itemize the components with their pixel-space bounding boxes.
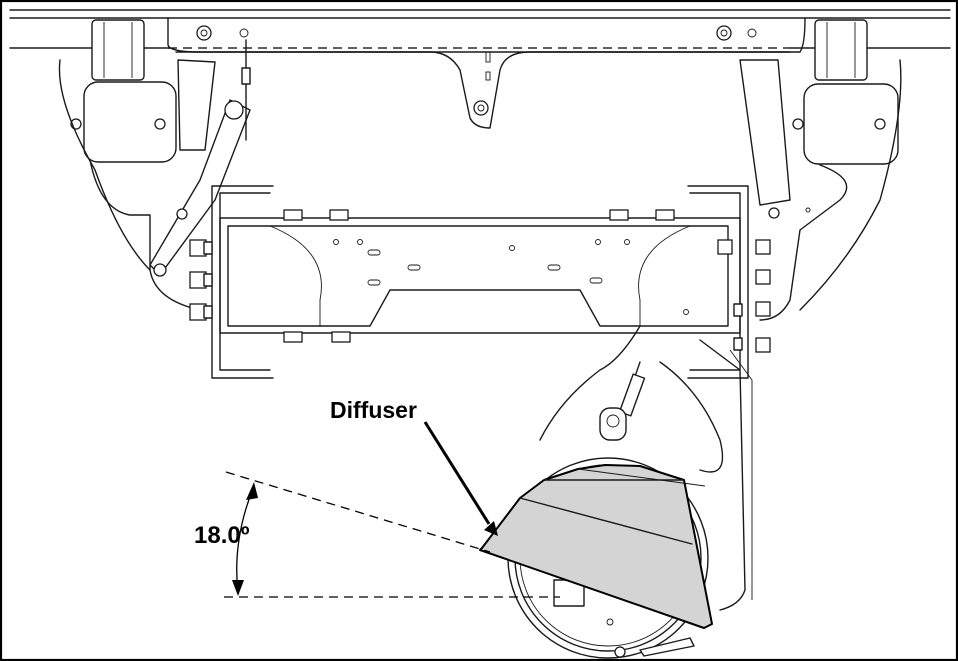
right-shock-absorber	[739, 59, 791, 206]
angle-label: 18.0º	[194, 522, 250, 549]
angle-dimension	[224, 471, 560, 598]
chassis-crossmember	[9, 9, 951, 129]
left-air-spring	[83, 81, 177, 163]
lifting-eye	[599, 407, 627, 441]
diffuser-angle-line	[225, 471, 491, 553]
mounting-bracket	[189, 185, 771, 379]
right-air-spring	[803, 83, 899, 165]
diffuser-leader	[423, 421, 498, 536]
right-suspension	[739, 19, 902, 321]
left-suspension	[58, 19, 251, 311]
diffuser-body	[479, 464, 713, 629]
left-shock-absorber	[177, 59, 216, 151]
diffuser	[479, 464, 713, 629]
clamp-link	[618, 373, 646, 417]
diffuser-label: Diffuser	[330, 397, 417, 423]
